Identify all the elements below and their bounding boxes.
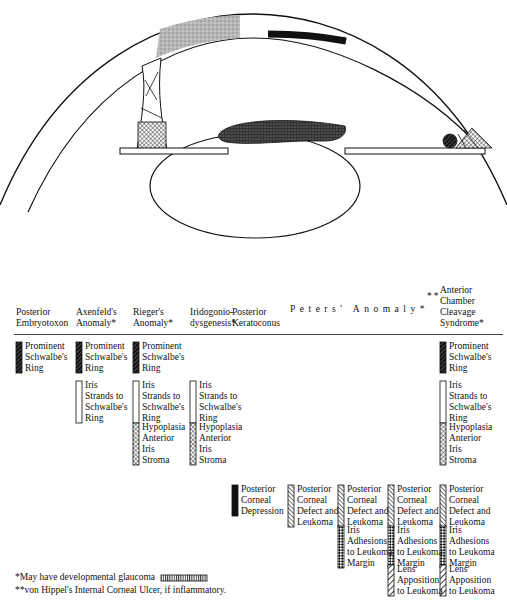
table-rule — [14, 334, 503, 335]
pattern-swatch — [440, 423, 446, 465]
iris — [120, 148, 228, 154]
table-cell: Iris Strands to Schwalbe's Ring — [449, 380, 490, 424]
table-cell: Prominent Schwalbe's Ring — [142, 341, 189, 374]
iris — [345, 148, 485, 154]
column-header: Peters' Anomaly* — [290, 304, 429, 315]
column-header: Iridogonio-dysgenesis* — [190, 307, 236, 329]
table-cell: Iris Strands to Schwalbe's Ring — [199, 380, 240, 424]
hypoplasia-region — [138, 122, 166, 150]
table-cell: Iris Strands to Schwalbe's Ring — [85, 380, 126, 424]
schwalbe-ring — [443, 134, 457, 148]
pattern-swatch — [76, 381, 82, 423]
table-cell: Posterior Corneal Defect and Leukoma — [297, 484, 344, 528]
pattern-swatch — [190, 381, 196, 423]
table-cell: Hypoplasia Anterior Iris Stroma — [199, 422, 239, 466]
leukoma-shading — [156, 15, 240, 58]
pattern-swatch — [232, 485, 238, 516]
table-cell: Iris Strands to Schwalbe's Ring — [142, 380, 183, 424]
column-header: Axenfeld's Anomaly* — [76, 307, 126, 329]
table-cell: Posterior Corneal Defect and Leukoma — [449, 484, 496, 528]
table-cell: Posterior Corneal Defect and Leukoma — [397, 484, 444, 528]
column-header: Posterior Embryotoxon — [16, 307, 68, 329]
pattern-swatch — [76, 342, 82, 373]
column-header: Rieger's Anomaly* — [133, 307, 181, 329]
pattern-swatch — [338, 526, 344, 568]
pattern-swatch — [133, 423, 139, 465]
adhesion-blob — [219, 121, 346, 144]
pattern-swatch — [388, 485, 394, 527]
pattern-swatch — [288, 485, 294, 527]
pattern-swatch — [440, 342, 446, 373]
pattern-swatch — [16, 342, 22, 373]
table-cell: Posterior Corneal Defect and Leukoma — [347, 484, 394, 528]
pattern-swatch — [133, 342, 139, 373]
table-cell: Hypoplasia Anterior Iris Stroma — [142, 422, 182, 466]
footnote: **von Hippel's Internal Corneal Ulcer, i… — [15, 585, 226, 596]
pattern-swatch — [440, 381, 446, 423]
column-header: Posterior Keratoconus — [232, 307, 286, 329]
column-header: Anterior Chamber Cleavage Syndrome* — [440, 285, 494, 329]
table-cell: Lens Apposition to Leukoma — [397, 564, 444, 597]
column-header: ** — [427, 291, 441, 302]
table-cell: Prominent Schwalbe's Ring — [449, 341, 496, 374]
table-cell: Iris Adhesions to Leukoma Margin — [397, 525, 444, 569]
pattern-swatch — [440, 485, 446, 527]
pattern-swatch — [190, 423, 196, 465]
pattern-swatch — [388, 565, 394, 596]
table-cell: Prominent Schwalbe's Ring — [25, 341, 72, 374]
legend-text: *May have developmental glaucoma — [15, 572, 155, 583]
angle-meshwork — [456, 128, 492, 148]
iris-strand — [458, 130, 478, 148]
pattern-swatch — [133, 381, 139, 423]
iris-strand — [137, 58, 167, 150]
table-cell: Posterior Corneal Depression — [241, 484, 288, 517]
iris-strand — [141, 72, 162, 118]
pattern-swatch — [338, 485, 344, 527]
table-cell: Iris Adhesions to Leukoma Margin — [347, 525, 394, 569]
corneal-depression — [268, 34, 346, 41]
table-cell: Lens Apposition to Leukoma — [449, 564, 496, 597]
table-cell: Iris Adhesions to Leukoma Margin — [449, 525, 496, 569]
table-cell: Hypoplasia Anterior Iris Stroma — [449, 422, 489, 466]
legend-swatch — [161, 575, 207, 581]
table-cell: Prominent Schwalbe's Ring — [85, 341, 132, 374]
